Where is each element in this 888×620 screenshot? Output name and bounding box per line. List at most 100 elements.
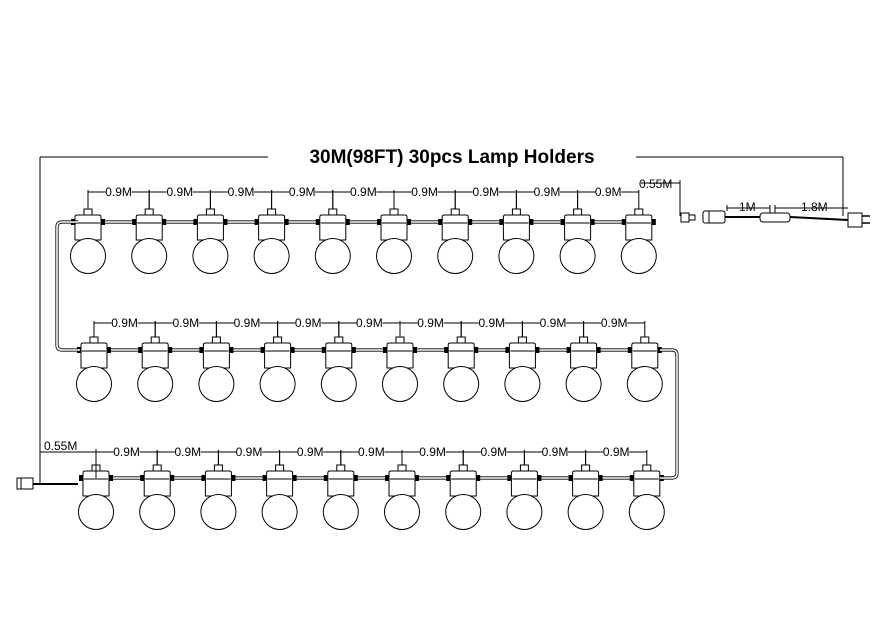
spacing-dimension: 0.9M	[279, 445, 342, 465]
right-loop-cable	[660, 348, 679, 480]
end-connector-assembly: 0.55M	[16, 439, 97, 490]
bulb	[78, 494, 114, 530]
lamp-holder	[322, 464, 359, 530]
spacing-dimension: 0.9M	[454, 185, 517, 209]
spacing-label: 0.9M	[228, 185, 255, 199]
spacing-label: 0.9M	[350, 185, 377, 199]
bulb	[200, 494, 237, 530]
bulb	[261, 494, 298, 530]
spacing-dimension: 0.9M	[460, 316, 523, 337]
end-connector	[16, 477, 34, 490]
spacing-dimension: 0.9M	[271, 185, 334, 209]
spacing-dimension: 0.9M	[585, 445, 648, 465]
lamp-holder	[261, 464, 298, 530]
bulb	[559, 238, 596, 274]
overall-length-bracket	[39, 156, 844, 484]
bulb	[139, 494, 176, 530]
spacing-label: 0.9M	[111, 316, 138, 330]
lamp-holder	[384, 464, 420, 530]
spacing-dimension: 0.9M	[583, 316, 646, 337]
spacing-dimension: 0.9M	[332, 185, 395, 209]
spacing-label: 0.9M	[356, 316, 383, 330]
bulb	[137, 366, 174, 402]
spacing-label: 0.9M	[534, 185, 561, 199]
bulb	[445, 494, 482, 530]
bulb	[626, 366, 663, 402]
power-plug-assembly: 0.55M 1M 1.8M	[639, 177, 870, 228]
lamp-holder	[506, 464, 543, 530]
spacing-dimension: 0.9M	[148, 185, 211, 209]
lamp-holder	[200, 464, 237, 530]
lamp-holder	[70, 208, 106, 274]
inline-switch	[759, 212, 791, 223]
spacing-label: 0.9M	[236, 445, 263, 459]
spacing-label: 0.9M	[540, 316, 567, 330]
spacing-label: 0.9M	[295, 316, 322, 330]
bulb	[320, 366, 357, 402]
spacing-dimension: 0.9M	[156, 445, 219, 465]
bulb	[70, 238, 106, 274]
spacing-dimension: 0.9M	[462, 445, 525, 465]
lamp-holder	[565, 336, 602, 402]
spacing-label: 0.9M	[603, 445, 630, 459]
spacing-label: 0.9M	[411, 185, 438, 199]
spacing-label: 0.9M	[289, 185, 316, 199]
spacing-label: 0.9M	[480, 445, 507, 459]
lamp-holder	[320, 336, 357, 402]
bulb	[322, 494, 359, 530]
bulb	[504, 366, 541, 402]
lamp-holder	[139, 464, 176, 530]
spacing-dimension: 0.9M	[93, 316, 156, 337]
spacing-dimension: 0.9M	[217, 445, 281, 465]
bulb	[437, 238, 474, 274]
bulb	[253, 238, 290, 274]
bulb	[192, 238, 229, 274]
connector-male	[680, 212, 690, 223]
spacing-label: 0.9M	[174, 445, 201, 459]
bulb	[506, 494, 543, 530]
spacing-dimension: 0.9M	[521, 316, 585, 337]
spacing-label: 0.9M	[478, 316, 505, 330]
spacing-label: 0.9M	[472, 185, 499, 199]
lamp-row-2: 0.9M 0.9M 0.9M 0.9M 0.9M 0.9M 0.9M 0.9M 0.9M	[76, 316, 663, 402]
spacing-label: 0.9M	[105, 185, 132, 199]
lamp-holder	[314, 208, 351, 274]
lamp-holder	[443, 336, 480, 402]
lamp-holder	[498, 208, 535, 274]
lamp-holder	[76, 336, 112, 402]
spacing-dimension: 0.9M	[215, 316, 279, 337]
lamp-holder	[628, 464, 665, 530]
spacing-label: 0.9M	[595, 185, 622, 199]
bulb	[565, 366, 602, 402]
bulb	[620, 238, 657, 274]
spacing-dimension: 0.9M	[95, 445, 158, 465]
spacing-dimension: 0.9M	[523, 445, 587, 465]
bulb	[382, 366, 418, 402]
diagram-title: 30M(98FT) 30pcs Lamp Holders	[309, 147, 594, 168]
bulb	[628, 494, 665, 530]
spacing-label: 0.9M	[234, 316, 261, 330]
spacing-dimension: 0.9M	[277, 316, 340, 337]
spacing-dimension: 0.9M	[577, 185, 640, 209]
spacing-label: 0.9M	[172, 316, 199, 330]
bulb	[384, 494, 420, 530]
spacing-dimension: 0.9M	[338, 316, 401, 337]
bulb	[259, 366, 296, 402]
bulb	[314, 238, 351, 274]
spacing-dimension: 0.9M	[209, 185, 273, 209]
lamp-holder	[567, 464, 604, 530]
lamp-holder	[437, 208, 474, 274]
spacing-dimension: 0.9M	[399, 316, 462, 337]
lamp-holder	[137, 336, 174, 402]
plug-body	[847, 212, 863, 228]
spacing-label: 0.9M	[166, 185, 193, 199]
spacing-label: 0.9M	[113, 445, 140, 459]
spacing-label: 0.9M	[417, 316, 444, 330]
end-lead-length-label: 0.55M	[44, 439, 77, 453]
spacing-label: 0.9M	[358, 445, 385, 459]
lamp-holder	[626, 336, 663, 402]
lamp-holder	[131, 208, 168, 274]
